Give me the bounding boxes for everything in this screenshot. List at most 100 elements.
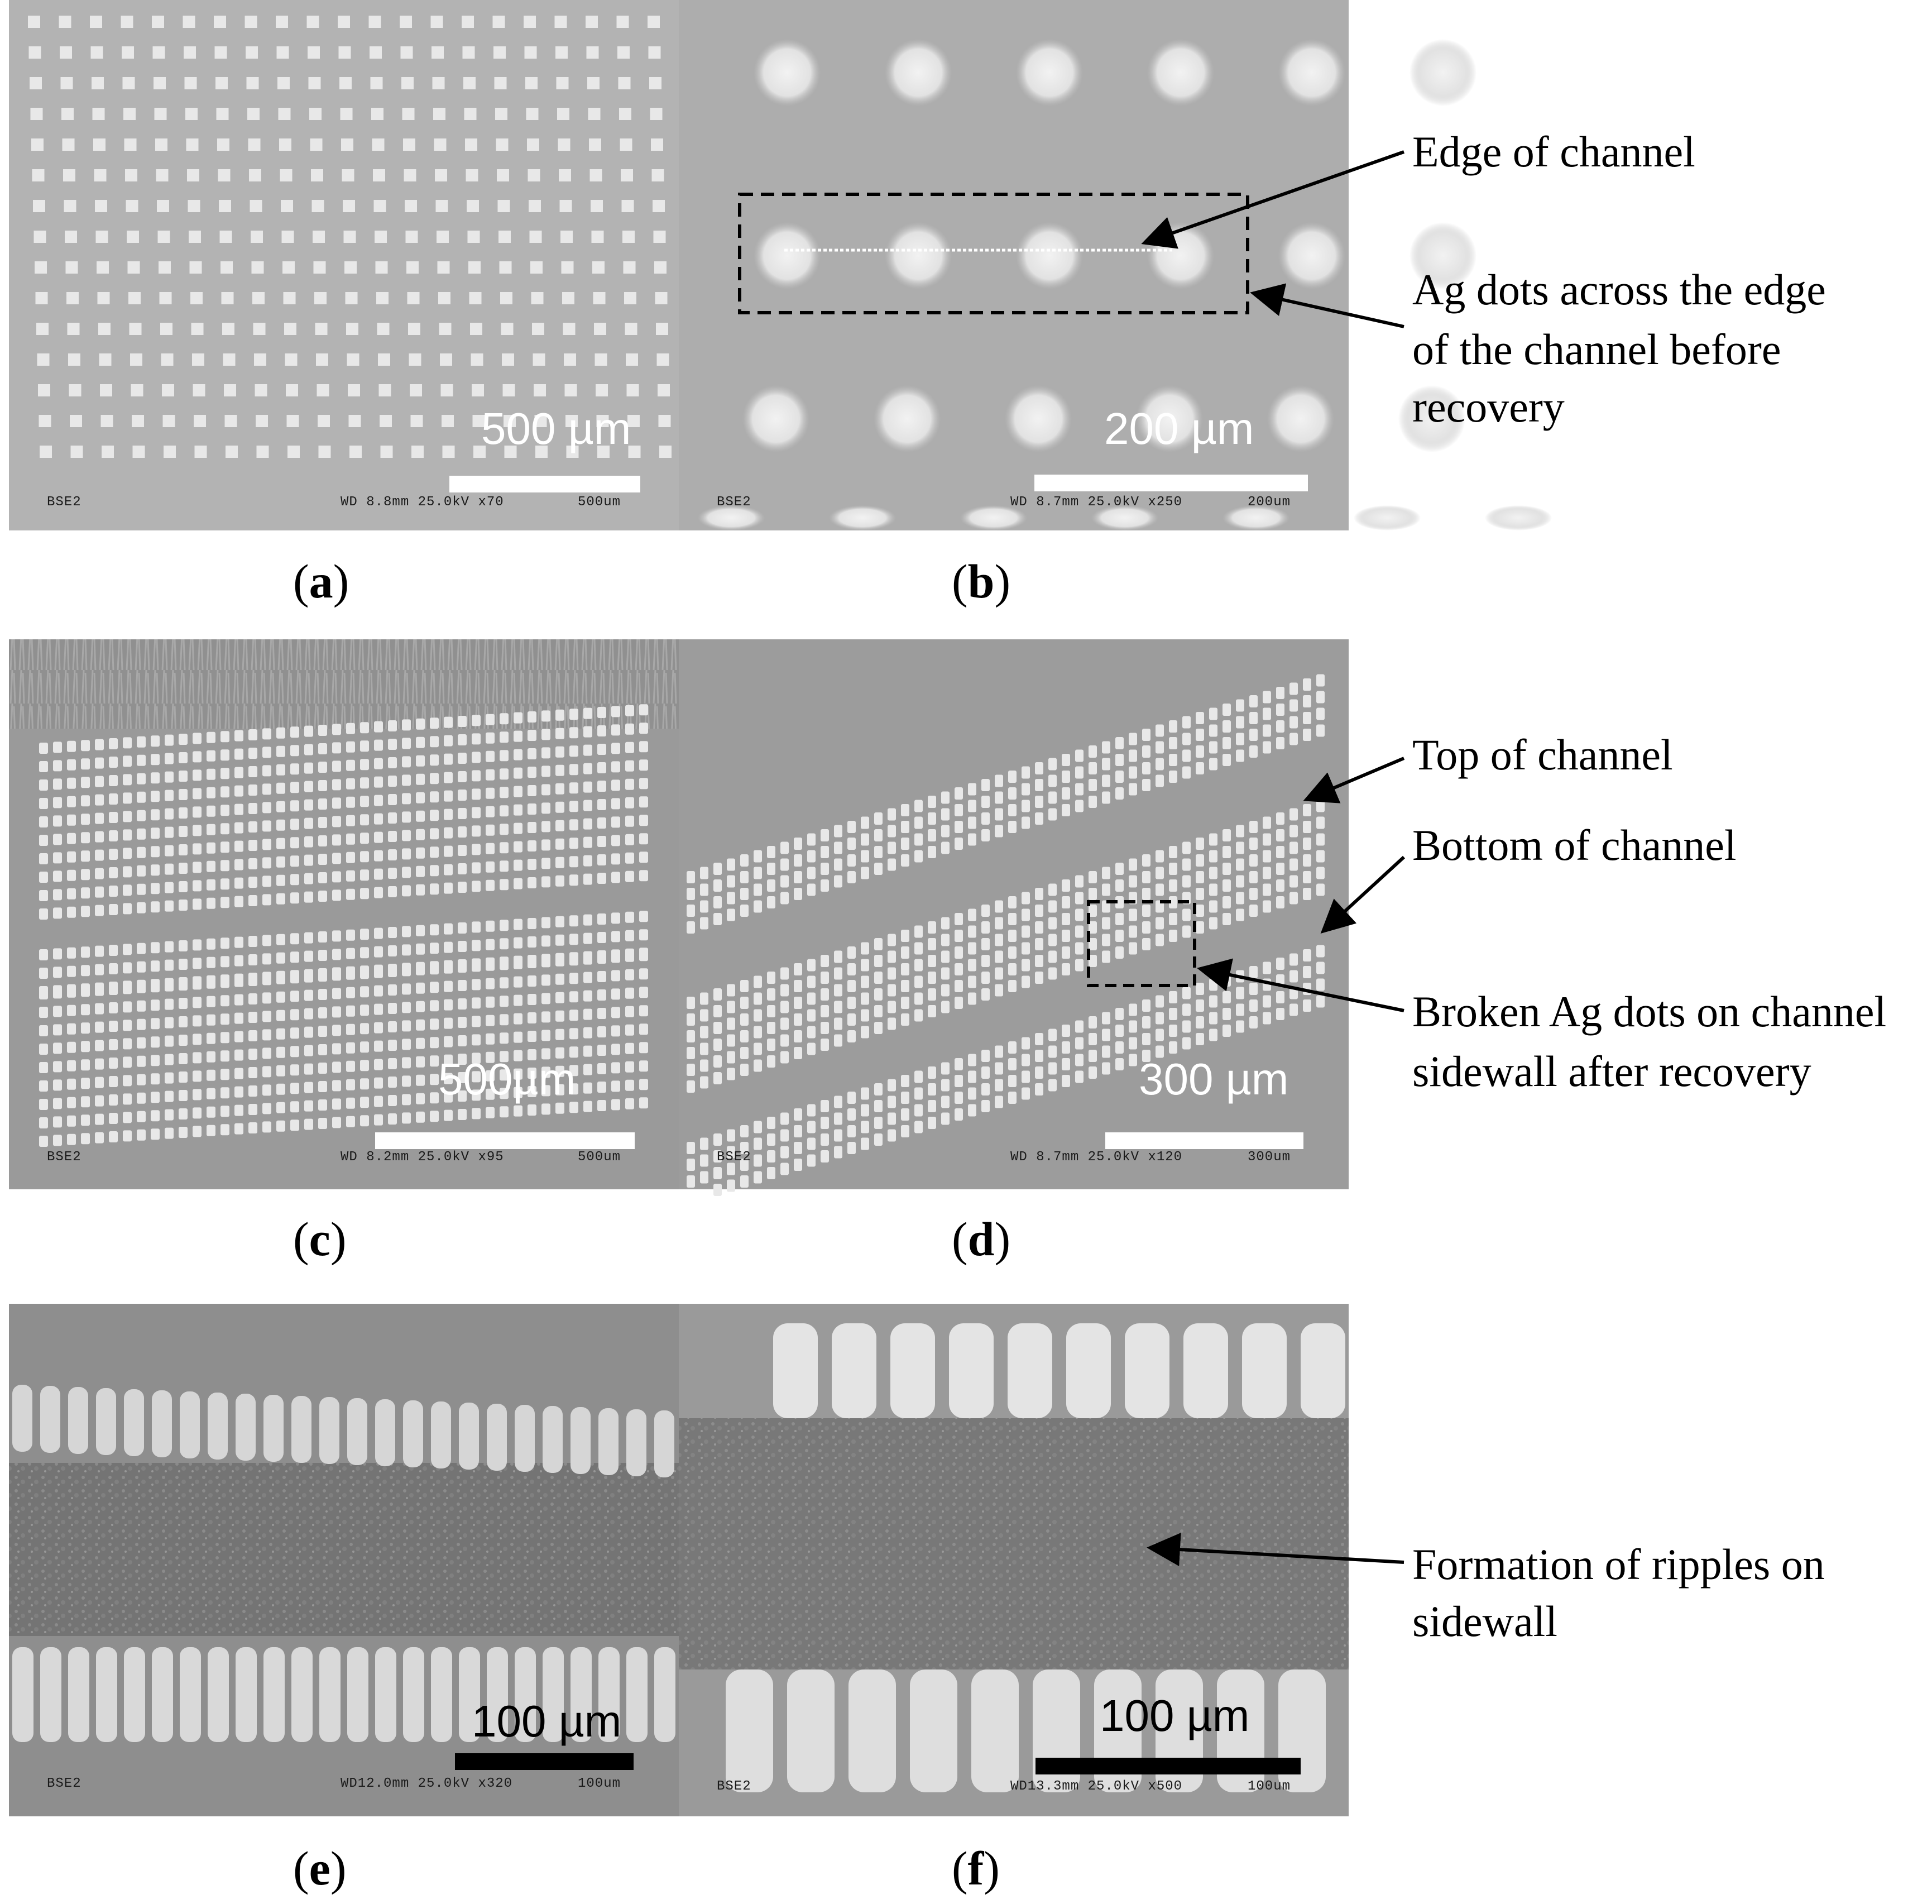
- dot: [65, 231, 77, 243]
- dot: [1276, 829, 1284, 841]
- pillar: [208, 1647, 229, 1742]
- dot: [332, 871, 341, 883]
- dot: [310, 138, 323, 151]
- dot: [151, 754, 160, 766]
- dot: [564, 353, 576, 366]
- dot: [653, 200, 665, 212]
- dot: [1156, 1012, 1164, 1025]
- annotation-ripples-line2: sidewall: [1412, 1597, 1557, 1645]
- dot: [1089, 938, 1097, 950]
- dot: [1316, 833, 1325, 846]
- dot: [914, 1009, 923, 1022]
- dot: [914, 800, 923, 812]
- dot: [1008, 913, 1017, 925]
- dot: [53, 834, 62, 845]
- dot: [371, 108, 383, 120]
- panel-f-sem-scale: 100um: [1248, 1779, 1291, 1794]
- dot: [874, 1022, 883, 1034]
- pillar: [152, 1647, 173, 1742]
- dot: [193, 806, 202, 818]
- dot: [754, 1059, 762, 1072]
- dot: [430, 828, 439, 840]
- dot: [332, 1098, 341, 1110]
- dot: [1196, 999, 1204, 1012]
- dot: [583, 932, 592, 944]
- dot: [639, 1060, 648, 1072]
- dot: [123, 1075, 132, 1087]
- dot: [541, 710, 550, 722]
- dot: [276, 764, 285, 776]
- dot: [500, 1051, 509, 1063]
- dot: [432, 77, 445, 89]
- dot: [360, 869, 369, 881]
- dot: [53, 797, 62, 809]
- dot: [262, 783, 271, 795]
- dot: [458, 1072, 467, 1083]
- dot: [1062, 787, 1070, 800]
- dot: [39, 1025, 48, 1036]
- dot: [340, 108, 353, 120]
- dot: [500, 731, 509, 743]
- dot: [318, 817, 327, 828]
- dot: [308, 46, 320, 59]
- dot: [995, 825, 1003, 838]
- dot: [534, 384, 546, 396]
- dot: [1129, 1054, 1137, 1066]
- dot: [1129, 908, 1137, 921]
- dot: [625, 1006, 634, 1017]
- dot: [472, 1053, 481, 1064]
- dot: [403, 138, 415, 151]
- dot: [780, 841, 789, 854]
- dot: [650, 108, 663, 120]
- dot: [981, 779, 990, 791]
- dot: [541, 839, 550, 851]
- dot: [541, 784, 550, 796]
- dot: [416, 865, 425, 877]
- dot: [861, 1121, 869, 1133]
- dot: [248, 1104, 257, 1115]
- dot: [388, 849, 397, 860]
- dot: [700, 1076, 708, 1089]
- dot: [332, 834, 341, 846]
- dot: [995, 934, 1003, 946]
- dot: [861, 959, 869, 972]
- dot: [1102, 1062, 1110, 1075]
- dot: [137, 1111, 146, 1122]
- dot: [1263, 724, 1271, 737]
- dot: [95, 1113, 104, 1125]
- dot: [625, 1042, 634, 1054]
- dot: [834, 1129, 842, 1142]
- dot: [332, 853, 341, 864]
- dot: [861, 975, 869, 988]
- dot: [524, 46, 537, 59]
- dot: [1115, 913, 1124, 925]
- panel-e-label: (e): [293, 1841, 346, 1895]
- dot: [388, 1040, 397, 1051]
- dot: [388, 868, 397, 879]
- dot: [360, 986, 369, 998]
- dot: [30, 77, 42, 89]
- dot: [767, 1022, 775, 1034]
- dot: [339, 77, 352, 89]
- dot: [458, 941, 467, 952]
- panel-a-sem-scale: 500um: [578, 495, 621, 510]
- dot: [472, 979, 481, 991]
- dot: [304, 891, 313, 903]
- dot: [234, 1012, 243, 1024]
- dot: [901, 821, 909, 833]
- dot: [1129, 733, 1137, 745]
- dot: [95, 984, 104, 996]
- dot: [981, 812, 990, 825]
- dot: [928, 829, 936, 841]
- dot: [497, 200, 510, 212]
- dot: [1289, 875, 1298, 888]
- dot: [1209, 741, 1217, 754]
- dot: [276, 782, 285, 794]
- dot: [1035, 762, 1043, 774]
- dot: [501, 323, 514, 335]
- dot: [248, 1122, 257, 1133]
- dot: [767, 1005, 775, 1017]
- dot: [388, 984, 397, 996]
- dot: [67, 323, 80, 335]
- dot: [1236, 733, 1244, 745]
